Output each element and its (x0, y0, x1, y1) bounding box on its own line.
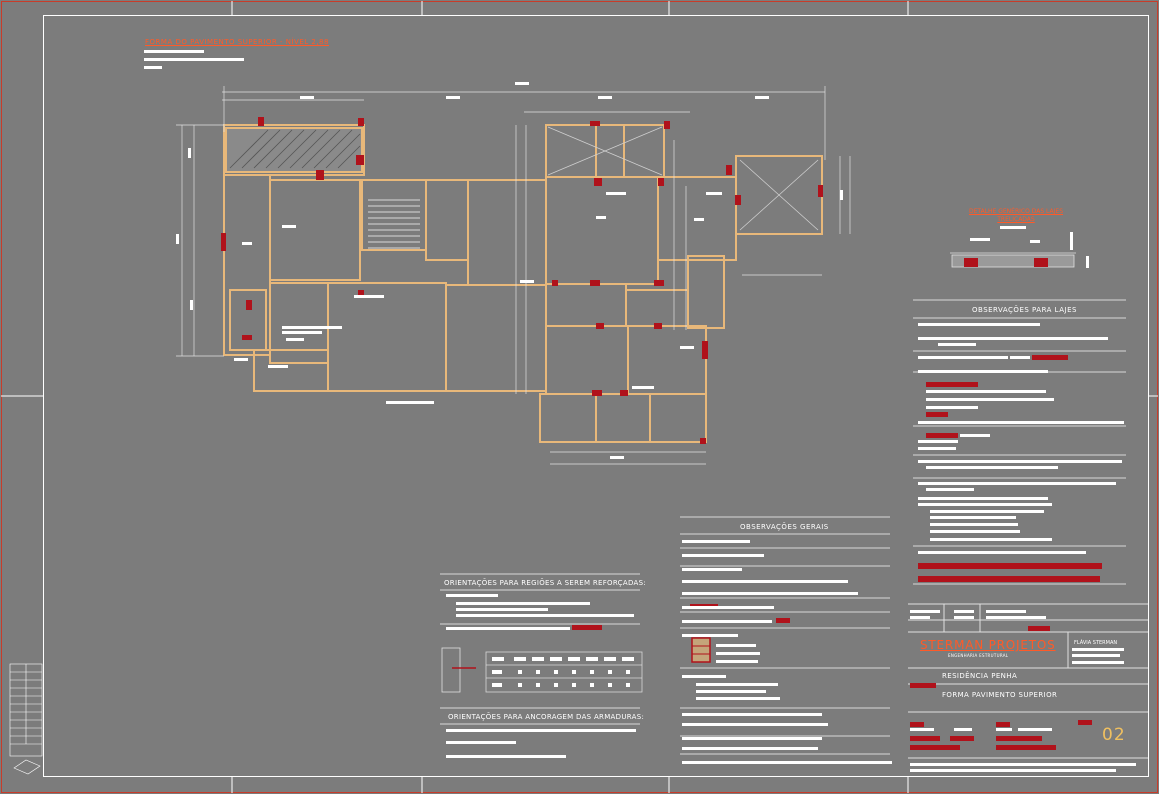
slab-detail (950, 226, 1089, 268)
detail-title: DETALHE GENÉRICO DAS LAJES TRELIÇADAS (968, 208, 1064, 223)
dimension-ticks (176, 82, 843, 459)
sheet-number: 02 (1102, 725, 1126, 745)
dimension-lines (176, 86, 851, 465)
drawing-name: FORMA PAVIMENTO SUPERIOR (942, 691, 1058, 699)
reinforced-regions-title: ORIENTAÇÕES PARA REGIÕES A SEREM REFORÇA… (444, 579, 647, 587)
title-block-lines (908, 603, 1148, 759)
plan-labels (234, 192, 722, 404)
slab-notes-title: OBSERVAÇÕES PARA LAJES (972, 306, 1077, 314)
general-notes-title: OBSERVAÇÕES GERAIS (740, 523, 829, 531)
company-subtitle: ENGENHARIA ESTRUTURAL (948, 653, 1009, 658)
engineer-name: FLÁVIA STERMAN (1074, 640, 1118, 646)
note-separators (440, 299, 1126, 755)
columns (221, 117, 823, 444)
plan-title: FORMA DO PAVIMENTO SUPERIOR - NÍVEL 2,88 (145, 38, 329, 46)
floor-plan (223, 124, 823, 443)
legend-swatch (691, 637, 711, 663)
project-name: RESIDÊNCIA PENHA (942, 672, 1018, 680)
company-name: STERMAN PROJETOS (920, 638, 1056, 652)
inner-frame (43, 15, 1149, 777)
anchorage-title: ORIENTAÇÕES PARA ANCORAGEM DAS ARMADURAS… (448, 713, 645, 721)
revision-table (9, 663, 43, 775)
table-cells (492, 657, 634, 687)
reinforcement-table (441, 647, 643, 693)
